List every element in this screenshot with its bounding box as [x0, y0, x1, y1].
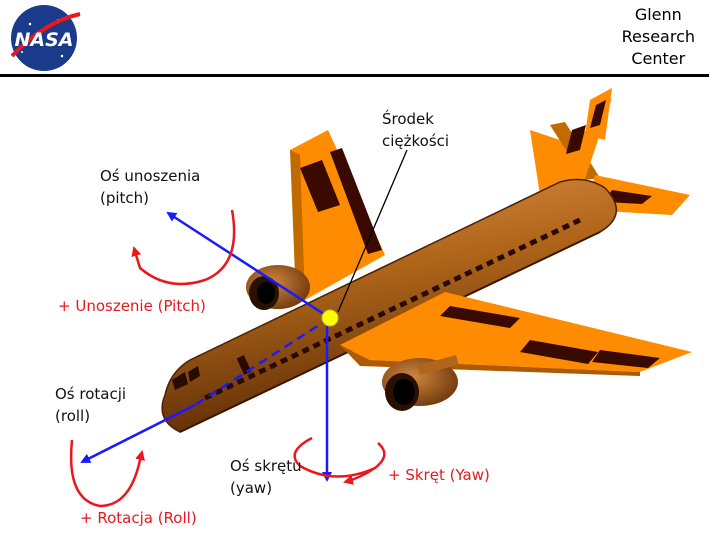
nasa-logo: NASA	[10, 5, 81, 71]
roll-axis-label: Oś rotacji (roll)	[55, 385, 127, 425]
header-rule	[0, 74, 709, 77]
pitch-axis-label: Oś unoszenia (pitch)	[100, 167, 201, 207]
title-line-1: Glenn	[634, 5, 682, 24]
cg-pointer-line	[337, 149, 408, 313]
roll-axis-hidden-segment	[194, 316, 331, 407]
glenn-research-center-title: Glenn Research Center	[622, 4, 695, 70]
roll-rotation-arrow	[69, 439, 145, 508]
rotation-arrows	[69, 209, 386, 508]
roll-axis-arrow	[80, 403, 196, 464]
title-line-3: Center	[631, 49, 686, 68]
pitch-rotation-label: + Unoszenie (Pitch)	[58, 297, 206, 315]
center-of-gravity-marker	[321, 309, 339, 327]
axes	[80, 211, 332, 482]
pitch-axis-arrow	[166, 211, 331, 320]
near-engine	[382, 354, 459, 411]
tail-fin	[530, 88, 690, 215]
yaw-rotation-arrow	[293, 436, 386, 482]
pitch-rotation-arrow	[131, 209, 236, 286]
cockpit-window	[172, 372, 188, 390]
center-of-gravity-label: Środek ciężkości	[382, 110, 450, 150]
window-row	[203, 217, 582, 401]
yaw-rotation-label: + Skręt (Yaw)	[388, 466, 490, 484]
nasa-logo-text: NASA	[15, 29, 74, 51]
title-line-2: Research	[621, 27, 695, 46]
nasa-logo-swoosh	[10, 12, 81, 58]
far-engine	[246, 265, 310, 310]
near-wing	[340, 292, 692, 376]
yaw-axis-label: Oś skrętu (yaw)	[230, 457, 302, 497]
roll-rotation-label: + Rotacja (Roll)	[80, 509, 197, 527]
